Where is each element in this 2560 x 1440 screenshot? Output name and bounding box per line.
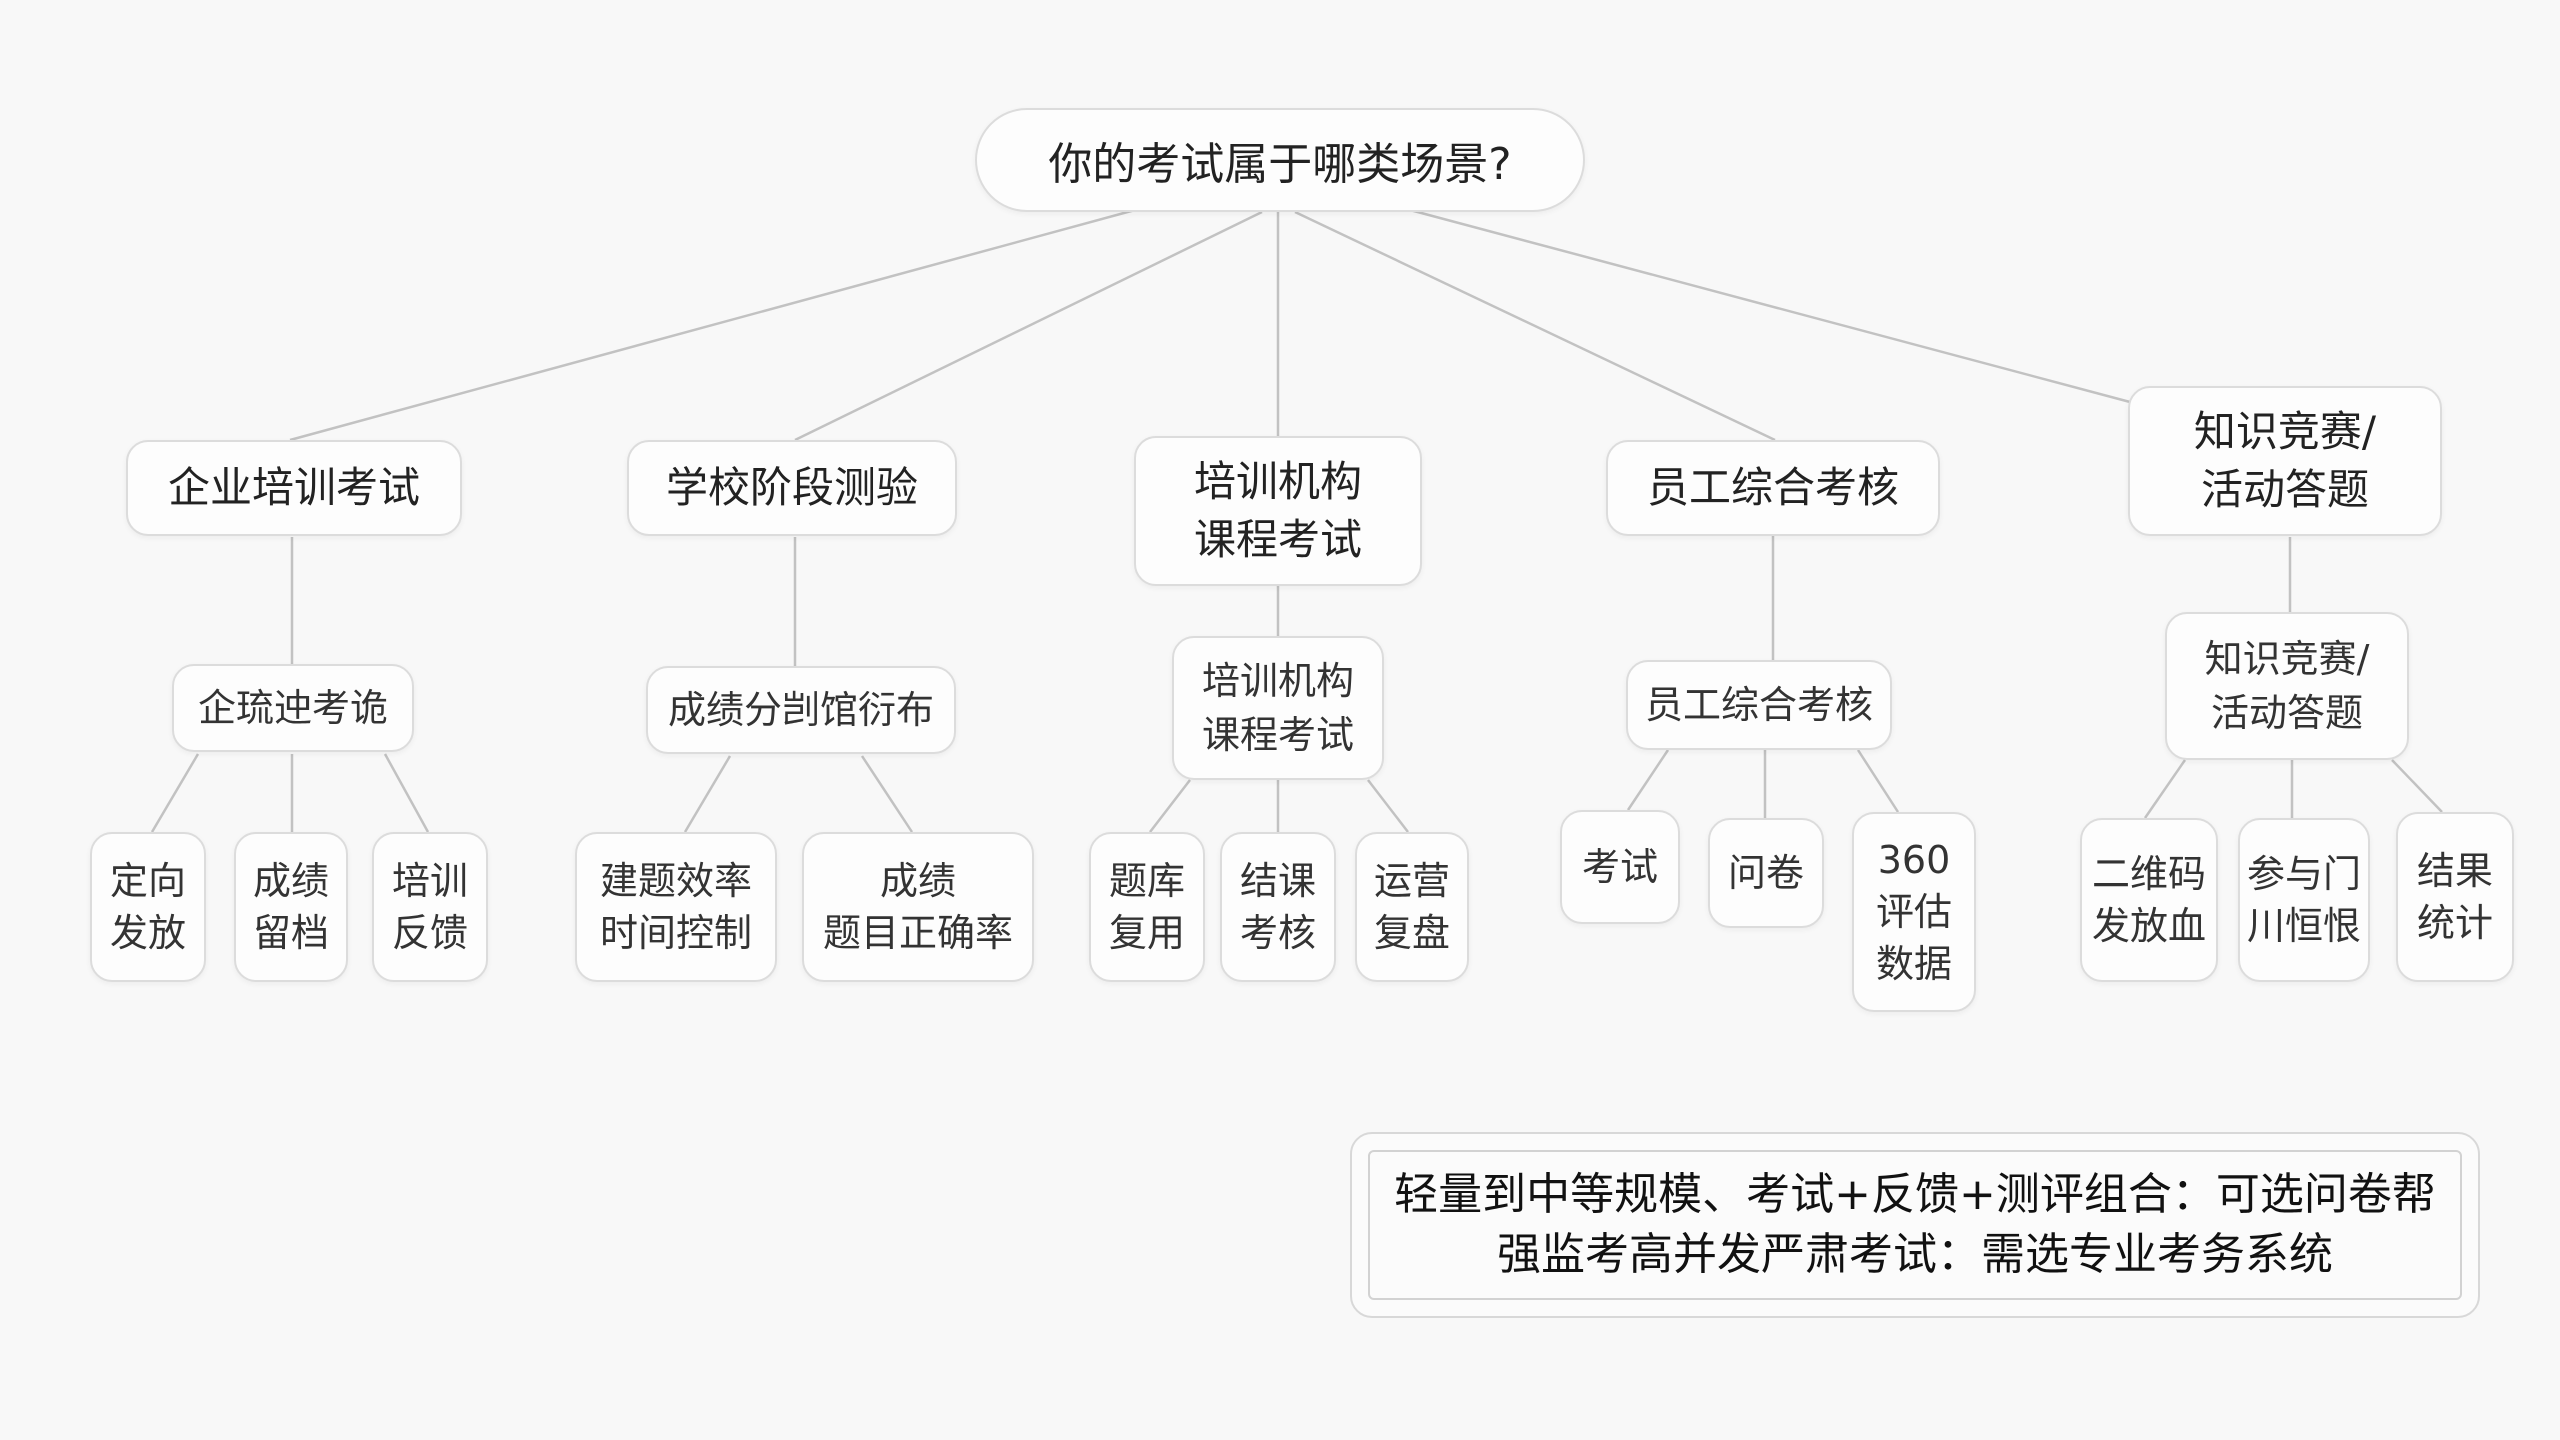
leaf-node-exam: 考试 [1560,810,1680,924]
sub-node-knowledge-contest: 知识竞赛/ 活动答题 [2165,612,2409,760]
link-sub-leaf-3 [683,755,732,833]
leaf-node-score-archive: 成绩 留档 [234,832,348,982]
sub-node-enterprise-training: 企琉迚考诡 [172,664,414,752]
leaf-node-qr-distribution: 二维码 发放血 [2080,818,2218,982]
link-sub-leaf-4 [860,755,914,833]
category-node-employee-assessment: 员工综合考核 [1606,440,1940,536]
leaf-node-course-completion: 结课 考核 [1220,832,1336,982]
conclusion-line-2: 强监考高并发严肃考试：需选专业考务系统 [1497,1229,2333,1280]
conclusion-note: 轻量到中等规模、考试+反馈+测评组合：可选问卷帮 强监考高并发严肃考试：需选专业… [1350,1132,2480,1318]
link-sub-leaf-0 [150,753,200,833]
leaf-node-result-statistics: 结果 统计 [2396,812,2514,982]
link-sub-leaf-10 [1856,749,1900,813]
link-root-cat-3 [1294,210,1776,442]
leaf-node-participation-threshold: 参与门 川恒恨 [2238,818,2370,982]
conclusion-note-inner: 轻量到中等规模、考试+反馈+测评组合：可选问卷帮 强监考高并发严肃考试：需选专业… [1368,1150,2462,1300]
link-sub-leaf-11 [2143,759,2187,819]
leaf-node-survey: 问卷 [1708,818,1824,928]
leaf-node-score-accuracy: 成绩 题目正确率 [802,832,1034,982]
conclusion-line-1: 轻量到中等规模、考试+反馈+测评组合：可选问卷帮 [1394,1169,2436,1220]
category-node-school-test: 学校阶段测验 [627,440,957,536]
leaf-node-operations-review: 运营 复盘 [1355,832,1469,982]
link-root-cat-1 [794,210,1263,442]
sub-node-employee-assessment: 员工综合考核 [1626,660,1892,750]
leaf-node-training-feedback: 培训 反馈 [372,832,488,982]
category-node-knowledge-contest: 知识竞赛/ 活动答题 [2128,386,2442,536]
category-node-training-institution: 培训机构 课程考试 [1134,436,1422,586]
leaf-node-question-bank-reuse: 题库 复用 [1089,832,1205,982]
sub-node-score-distribution: 成绩分剀馆衍布 [646,666,956,754]
link-sub-leaf-8 [1626,749,1670,811]
sub-node-training-institution: 培训机构 课程考试 [1172,636,1384,780]
leaf-node-efficiency-time-control: 建题效率 时间控制 [575,832,777,982]
link-sub-leaf-5 [1149,779,1191,833]
link-root-cat-4 [1409,208,2131,404]
leaf-node-360-evaluation: 360 评估 数据 [1852,812,1976,1012]
leaf-node-targeted-distribution: 定向 发放 [90,832,206,982]
root-question-node: 你的考试属于哪类场景? [975,108,1585,212]
link-sub-leaf-7 [1367,779,1409,833]
link-sub-leaf-13 [2391,759,2443,813]
category-node-enterprise-training: 企业培训考试 [126,440,462,536]
link-root-cat-0 [289,208,1136,442]
link-sub-leaf-2 [383,753,430,833]
